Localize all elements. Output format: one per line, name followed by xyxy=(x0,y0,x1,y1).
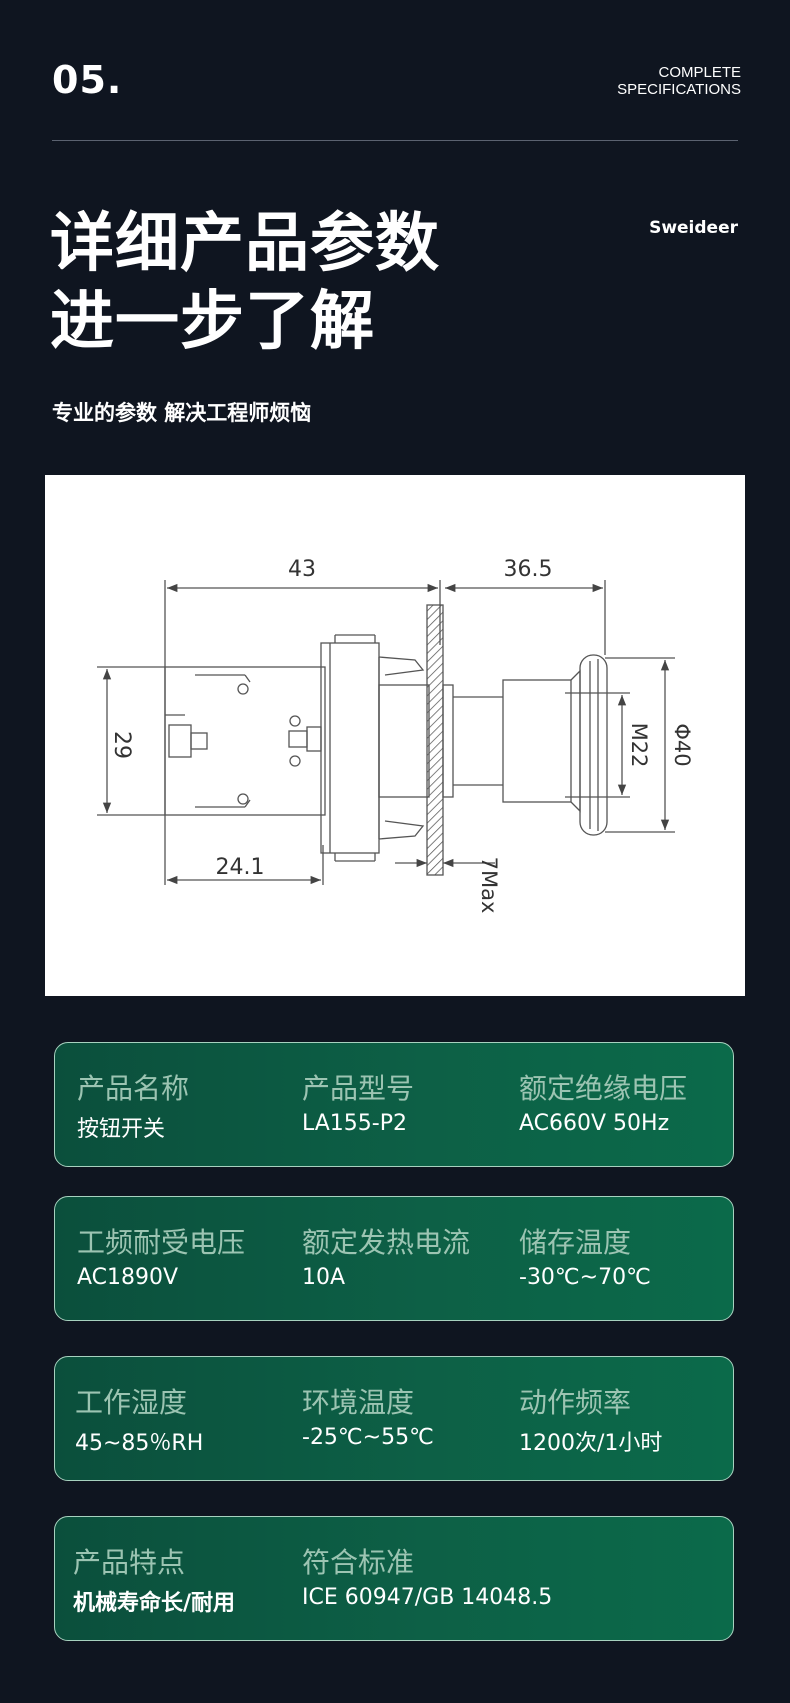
spec-card-2: 工频耐受电压 AC1890V 额定发热电流 10A 储存温度 -30℃~70℃ xyxy=(54,1196,734,1321)
spec-value: ICE 60947/GB 14048.5 xyxy=(302,1585,553,1610)
spec-label: 储存温度 xyxy=(519,1226,632,1259)
dim-bottom: 24.1 xyxy=(216,855,265,880)
spec-value: -25℃~55℃ xyxy=(302,1425,434,1450)
spec-label: 额定发热电流 xyxy=(302,1226,471,1259)
brand-logo: Sweideer xyxy=(649,218,738,238)
headline: 详细产品参数 进一步了解 xyxy=(50,205,440,361)
section-number: 05. xyxy=(52,58,123,102)
spec-value: 10A xyxy=(302,1265,346,1290)
spec-label: 工作湿度 xyxy=(75,1386,188,1419)
spec-value: AC660V 50Hz xyxy=(519,1111,670,1136)
subtitle: 专业的参数 解决工程师烦恼 xyxy=(52,401,312,425)
dimension-drawing: 43 36.5 29 24.1 7Max M22 Φ40 xyxy=(97,557,694,914)
dim-head: Φ40 xyxy=(670,723,694,766)
spec-value: 机械寿命长/耐用 xyxy=(73,1591,236,1616)
section-tag: COMPLETE SPECIFICATIONS xyxy=(617,64,741,98)
dim-panel: 7Max xyxy=(477,857,501,914)
headline-line2: 进一步了解 xyxy=(50,285,375,359)
spec-value: AC1890V xyxy=(77,1265,179,1290)
spec-label: 符合标准 xyxy=(302,1546,415,1579)
spec-value: 按钮开关 xyxy=(77,1117,166,1142)
header-divider xyxy=(52,140,738,141)
dim-height: 29 xyxy=(109,731,134,759)
dimension-diagram: 43 36.5 29 24.1 7Max M22 Φ40 xyxy=(45,475,745,996)
dim-top-right: 36.5 xyxy=(504,557,553,582)
section-tag-line1: COMPLETE xyxy=(658,64,741,81)
spec-card-3: 工作湿度 45~85％RH 环境温度 -25℃~55℃ 动作频率 1200次/1… xyxy=(54,1356,734,1481)
spec-value: -30℃~70℃ xyxy=(519,1265,651,1290)
spec-card-4: 产品特点 机械寿命长/耐用 符合标准 ICE 60947/GB 14048.5 xyxy=(54,1516,734,1641)
spec-value: 1200次/1小时 xyxy=(519,1431,663,1456)
dim-thread: M22 xyxy=(627,723,651,768)
headline-line1: 详细产品参数 xyxy=(50,207,440,281)
spec-card-1: 产品名称 按钮开关 产品型号 LA155-P2 额定绝缘电压 AC660V 50… xyxy=(54,1042,734,1167)
spec-label: 动作频率 xyxy=(519,1386,632,1419)
spec-label: 产品名称 xyxy=(77,1072,190,1105)
dim-top-left: 43 xyxy=(288,557,316,582)
section-tag-line2: SPECIFICATIONS xyxy=(617,81,741,98)
spec-label: 环境温度 xyxy=(302,1386,415,1419)
spec-label: 额定绝缘电压 xyxy=(519,1072,688,1105)
spec-value: LA155-P2 xyxy=(302,1111,408,1136)
spec-label: 产品型号 xyxy=(302,1072,415,1105)
spec-value: 45~85％RH xyxy=(75,1431,204,1456)
spec-label: 产品特点 xyxy=(73,1546,186,1579)
spec-label: 工频耐受电压 xyxy=(77,1226,246,1259)
